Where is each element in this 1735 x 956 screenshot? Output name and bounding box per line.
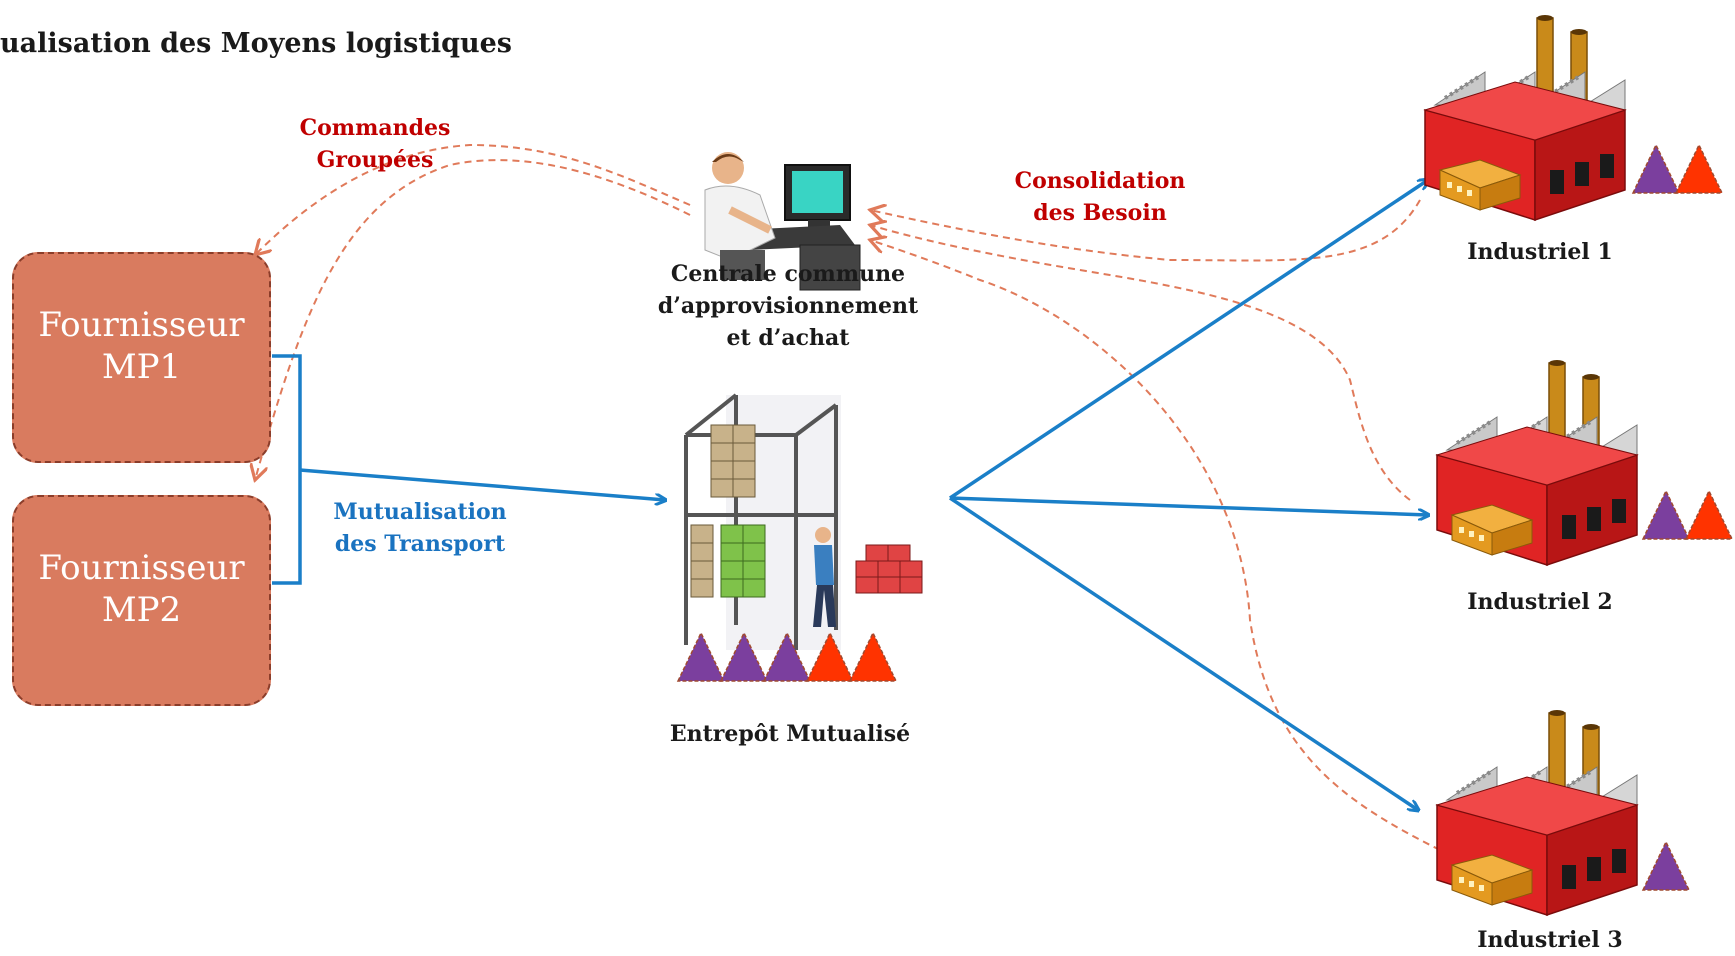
commandes-line-2: Groupées xyxy=(316,147,434,173)
industrial-2-triangle-red xyxy=(1684,489,1734,540)
commandes-line-1: Commandes xyxy=(299,115,451,141)
warehouse-triangle-purple xyxy=(719,631,769,682)
supplier-box-mp2: Fournisseur MP2 xyxy=(12,495,271,706)
distribution-arrow-2 xyxy=(949,496,1428,515)
consolidation-flow-3 xyxy=(870,240,1441,851)
supplier-name-line-2: MP2 xyxy=(101,590,182,630)
mutualisation-line-1: Mutualisation xyxy=(333,499,507,525)
distribution-arrow-3 xyxy=(949,496,1418,810)
centrale-line-1: Centrale commune xyxy=(670,261,906,287)
industrial-3-triangle-purple xyxy=(1641,840,1691,891)
warehouse-triangle-purple xyxy=(762,631,812,682)
supplier-name-line-2: MP1 xyxy=(101,347,182,387)
mutualisation-line-2: des Transport xyxy=(334,531,506,557)
warehouse-triangles xyxy=(676,631,898,682)
distribution-arrow-1 xyxy=(949,180,1428,500)
centrale-line-2: d’approvisionnement xyxy=(657,293,919,319)
industrial-2-label: Industriel 2 xyxy=(1467,589,1613,615)
entrepot-label: Entrepôt Mutualisé xyxy=(669,721,911,747)
warehouse-triangle-red xyxy=(848,631,898,682)
transport-arrow xyxy=(299,468,665,500)
consolidation-label: Consolidation des Besoin xyxy=(980,165,1220,229)
warehouse-triangle-red xyxy=(805,631,855,682)
industrial-1-label: Industriel 1 xyxy=(1467,239,1613,265)
commandes-flow-1 xyxy=(255,143,691,255)
supplier-name: Fournisseur MP1 xyxy=(14,304,269,388)
page-title: ualisation des Moyens logistiques xyxy=(0,28,512,59)
person-at-computer-icon xyxy=(704,152,861,291)
supplier-name: Fournisseur MP2 xyxy=(14,547,269,631)
consolidation-flow-1 xyxy=(870,199,1421,262)
factory-icon xyxy=(1435,358,1639,567)
factory-icon xyxy=(1423,13,1627,222)
industrial-1-triangles xyxy=(1631,143,1724,194)
centrale-label: Centrale commune d’approvisionnement et … xyxy=(628,258,948,354)
supplier-name-line-1: Fournisseur xyxy=(38,548,245,588)
commandes-flow-2 xyxy=(255,159,691,480)
industrial-2-triangle-purple xyxy=(1641,489,1691,540)
industrial-1-triangle-red xyxy=(1674,143,1724,194)
warehouse-triangle-purple xyxy=(676,631,726,682)
industrial-3-triangles xyxy=(1641,840,1691,891)
consolidation-line-1: Consolidation xyxy=(1014,168,1186,194)
consolidation-line-2: des Besoin xyxy=(1033,200,1167,226)
industrial-3-label: Industriel 3 xyxy=(1477,927,1623,953)
supplier-bracket xyxy=(272,354,302,585)
centrale-line-3: et d’achat xyxy=(726,325,850,351)
industrial-2-triangles xyxy=(1641,489,1734,540)
industrial-1-triangle-purple xyxy=(1631,143,1681,194)
factory-icon xyxy=(1435,708,1639,917)
supplier-name-line-1: Fournisseur xyxy=(38,305,245,345)
consolidation-flow-2 xyxy=(870,225,1411,501)
supplier-box-mp1: Fournisseur MP1 xyxy=(12,252,271,463)
warehouse-rack-icon xyxy=(684,393,923,650)
mutualisation-transport-label: Mutualisation des Transport xyxy=(320,496,520,560)
commandes-label: Commandes Groupées xyxy=(270,112,480,176)
